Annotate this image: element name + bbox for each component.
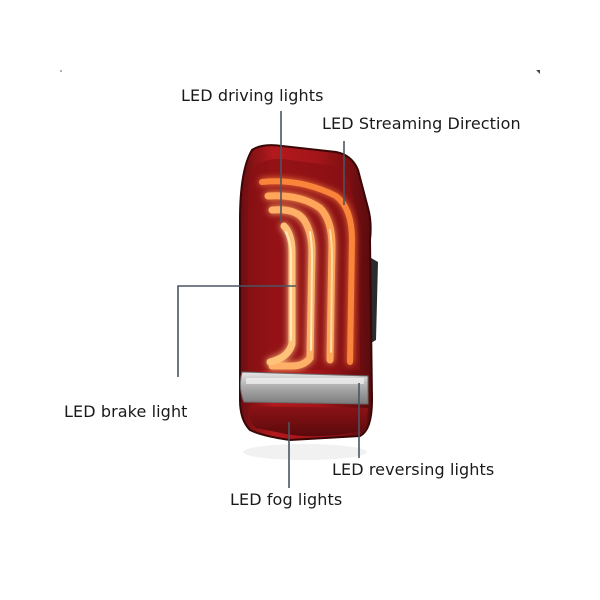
reversing-lens-highlight bbox=[246, 378, 364, 384]
corner-mark bbox=[536, 70, 540, 74]
label-led-driving-lights: LED driving lights bbox=[181, 86, 324, 105]
reversing-lens bbox=[239, 371, 369, 405]
leader-lines bbox=[177, 111, 360, 488]
label-led-reversing-lights: LED reversing lights bbox=[332, 460, 495, 479]
led-bar-outer bbox=[259, 178, 356, 365]
corner-mark bbox=[60, 70, 62, 72]
led-core-highlight bbox=[329, 229, 334, 353]
shadow bbox=[243, 444, 367, 460]
led-core-highlight bbox=[309, 231, 314, 351]
label-led-streaming-direction: LED Streaming Direction bbox=[322, 114, 521, 133]
label-led-fog-lights: LED fog lights bbox=[230, 490, 343, 509]
label-led-brake-light: LED brake light bbox=[64, 402, 188, 421]
led-light-bars bbox=[259, 178, 356, 370]
led-core-highlight bbox=[285, 231, 292, 341]
fog-light-strip bbox=[248, 406, 368, 437]
leader-brake bbox=[177, 285, 296, 377]
